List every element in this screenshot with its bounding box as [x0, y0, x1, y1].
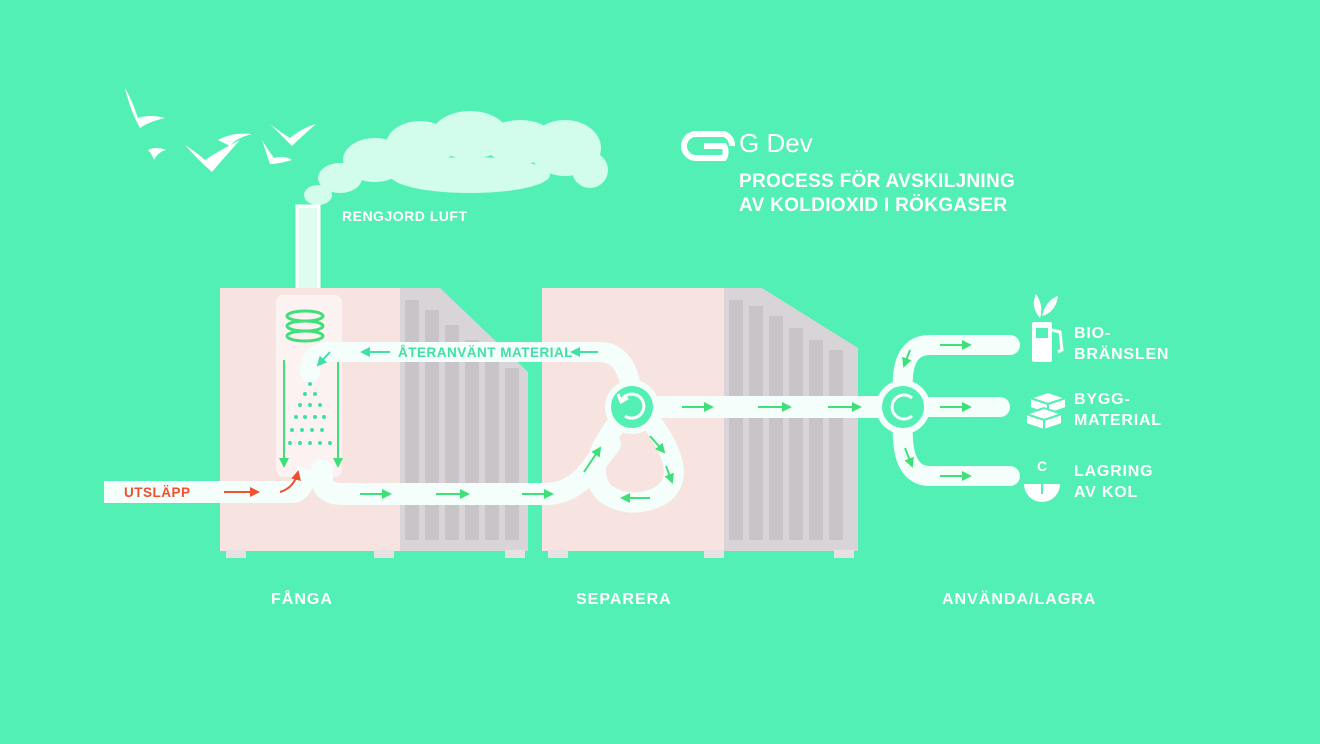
carbon-storage-icon: C	[1024, 458, 1060, 502]
output-biofuel-line-1: BIO-	[1074, 325, 1111, 342]
brand-name: G Dev	[739, 128, 813, 158]
diagram-title-line-2: AV KOLDIOXID I RÖKGASER	[739, 195, 1008, 216]
flow-arrows	[224, 340, 972, 503]
output-building-material-line-2: MATERIAL	[1074, 412, 1162, 429]
reused-material-label: ÅTERANVÄNT MATERIAL	[398, 345, 573, 360]
carbon-letter: C	[1037, 458, 1047, 474]
biofuel-pump-icon	[1032, 294, 1064, 362]
output-building-material-line-1: BYGG-	[1074, 391, 1131, 408]
output-building-material-label: BYGG- MATERIAL	[1074, 389, 1162, 431]
clean-air-cloud	[304, 111, 608, 205]
separate-container	[542, 288, 858, 558]
absorber-column	[276, 295, 343, 477]
emissions-label: UTSLÄPP	[124, 485, 191, 500]
output-carbon-storage-line-2: AV KOL	[1074, 484, 1139, 501]
diagram-title-line-1: PROCESS FÖR AVSKILJNING	[739, 171, 1016, 192]
clean-air-label: RENGJORD LUFT	[342, 208, 468, 224]
output-biofuel-label: BIO- BRÄNSLEN	[1074, 323, 1169, 365]
separator-wheel	[605, 380, 659, 434]
capture-container	[220, 288, 528, 558]
output-biofuel-line-2: BRÄNSLEN	[1074, 346, 1170, 363]
distribution-wheel	[876, 380, 930, 434]
stage-capture-label: FÅNGA	[271, 591, 333, 608]
bricks-icon	[1022, 390, 1070, 432]
stage-use-store-label: ANVÄNDA/LAGRA	[942, 591, 1097, 608]
birds-illustration	[125, 88, 316, 172]
stage-separate-label: SEPARERA	[576, 591, 672, 608]
g-dev-logo-icon	[681, 131, 735, 161]
output-carbon-storage-label: LAGRING AV KOL	[1074, 461, 1153, 503]
output-carbon-storage-line-1: LAGRING	[1074, 463, 1154, 480]
